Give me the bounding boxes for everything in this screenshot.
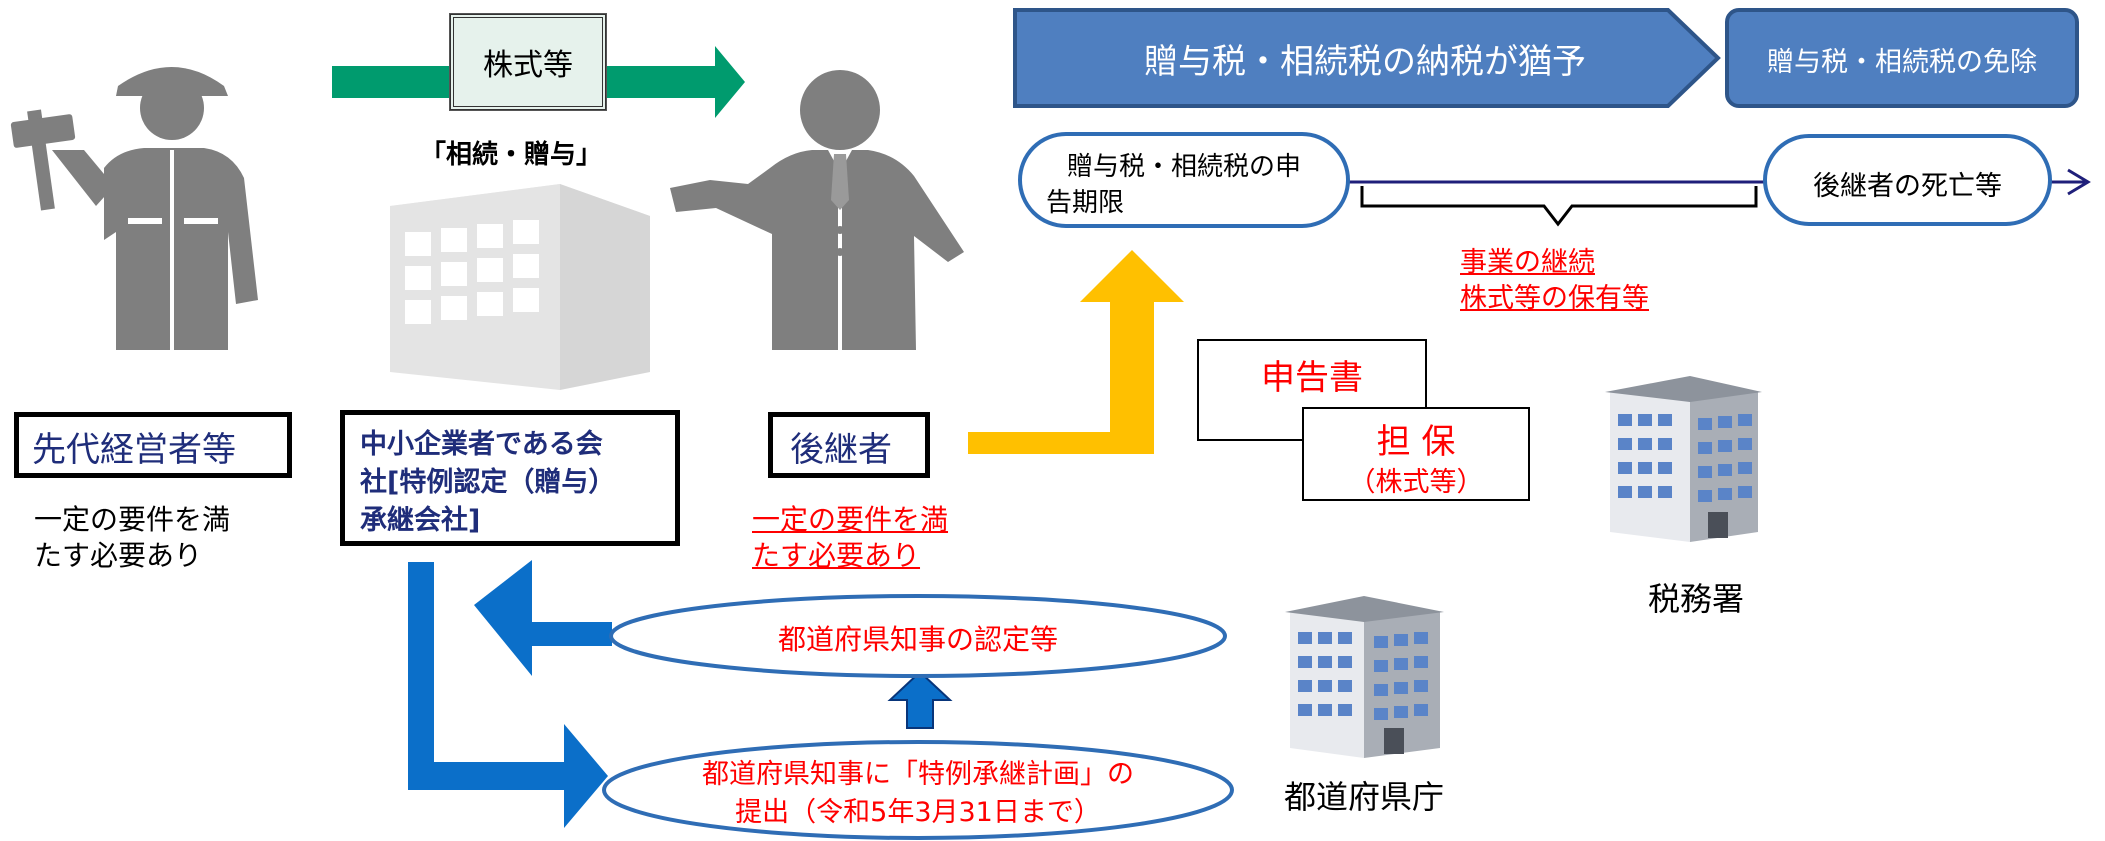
successor-name: 後継者 bbox=[790, 430, 892, 470]
company-label-box bbox=[340, 410, 680, 546]
successor-figure-icon bbox=[670, 70, 964, 350]
collateral-note: （株式等） bbox=[1348, 467, 1484, 498]
tax-office-building-icon bbox=[1605, 376, 1762, 542]
exemption-label: 贈与税・相続税の免除 bbox=[1767, 47, 2037, 78]
predecessor-figure-icon bbox=[10, 67, 258, 350]
timeline-bracket bbox=[1360, 186, 1758, 227]
exemption-bar bbox=[1725, 8, 2079, 108]
successor-note-line2: たす必要あり bbox=[752, 539, 921, 572]
deadline-pill bbox=[1018, 132, 1350, 228]
deadline-line2: 告期限 bbox=[1046, 188, 1125, 218]
transfer-type-label: 「相続・贈与」 bbox=[420, 140, 603, 170]
yellow-filing-arrow bbox=[968, 250, 1184, 454]
successor-note-line1: 一定の要件を満 bbox=[752, 503, 949, 536]
certification-return-arrow bbox=[474, 560, 612, 676]
condition-line1: 事業の継続 bbox=[1460, 247, 1595, 278]
plan-submission-arrow bbox=[408, 562, 608, 828]
tax-office-label: 税務署 bbox=[1648, 580, 1745, 618]
deadline-line1: 贈与税・相続税の申 bbox=[1066, 152, 1301, 182]
predecessor-name: 先代経営者等 bbox=[32, 430, 236, 470]
prefecture-building-icon bbox=[1285, 596, 1444, 758]
collateral-label: 担 保 bbox=[1376, 422, 1456, 462]
company-label-line3: 承継会社] bbox=[360, 505, 481, 536]
successor-death-pill bbox=[1763, 134, 2052, 226]
company-building-icon bbox=[390, 184, 650, 390]
plan-to-certification-arrow bbox=[887, 670, 953, 729]
deferral-label: 贈与税・相続税の納税が猶予 bbox=[1144, 42, 1586, 82]
shares-box: 株式等 bbox=[449, 13, 607, 111]
collateral-box bbox=[1302, 407, 1530, 501]
successor-tie-icon bbox=[831, 154, 849, 210]
deferral-bar bbox=[1013, 8, 1721, 108]
company-label-line2: 社[特例認定（贈与） bbox=[360, 467, 616, 498]
timeline-arrowhead bbox=[2067, 168, 2091, 196]
tax-return-label: 申告書 bbox=[1261, 358, 1363, 398]
successor-death-label: 後継者の死亡等 bbox=[1813, 171, 2002, 202]
condition-line2: 株式等の保有等 bbox=[1460, 283, 1649, 314]
certification-ellipse bbox=[609, 594, 1227, 678]
successor-label-box bbox=[768, 412, 930, 478]
shares-label: 株式等 bbox=[483, 48, 573, 83]
predecessor-note-line2: たす必要あり bbox=[34, 539, 203, 572]
plan-ellipse bbox=[602, 740, 1234, 840]
certification-label: 都道府県知事の認定等 bbox=[777, 623, 1058, 656]
predecessor-figure-details bbox=[128, 150, 218, 350]
predecessor-note-line1: 一定の要件を満 bbox=[34, 503, 231, 536]
prefecture-label: 都道府県庁 bbox=[1284, 778, 1445, 816]
plan-line2: 提出（令和5年3月31日まで） bbox=[735, 797, 1101, 828]
predecessor-label-box bbox=[14, 412, 292, 478]
plan-line1: 都道府県知事に「特例承継計画」の bbox=[702, 759, 1134, 790]
company-label-line1: 中小企業者である会 bbox=[360, 429, 603, 460]
